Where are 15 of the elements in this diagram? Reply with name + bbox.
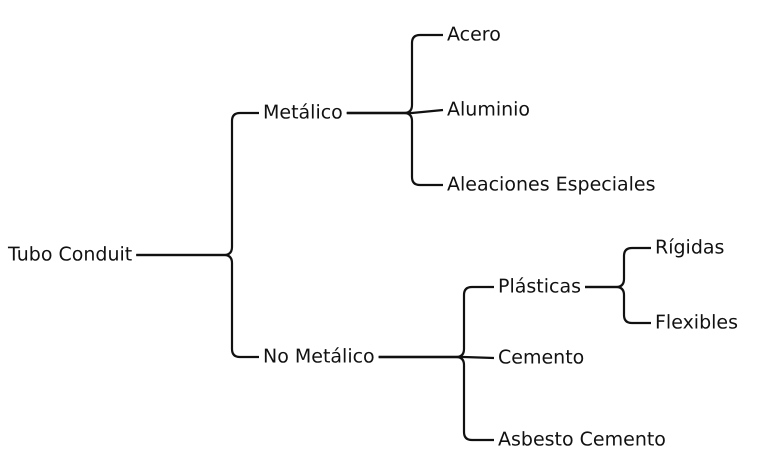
category-label: Aleaciones Especiales bbox=[447, 174, 656, 196]
brace-connector bbox=[136, 254, 259, 358]
category-label: Asbesto Cemento bbox=[498, 428, 666, 452]
category-label: Metálico bbox=[263, 102, 343, 124]
category-label: Aluminio bbox=[447, 98, 530, 122]
category-label: Cemento bbox=[498, 346, 584, 370]
category-label: No Metálico bbox=[263, 346, 375, 368]
category-label: Acero bbox=[447, 24, 501, 46]
brace-connector bbox=[378, 356, 494, 442]
category-label: Tubo Conduit bbox=[8, 244, 132, 266]
category-label: Plásticas bbox=[498, 276, 581, 298]
brace-connector bbox=[346, 112, 443, 186]
brace-connector bbox=[585, 286, 651, 324]
category-label: Flexibles bbox=[655, 312, 738, 334]
category-label: Rígidas bbox=[655, 236, 724, 260]
